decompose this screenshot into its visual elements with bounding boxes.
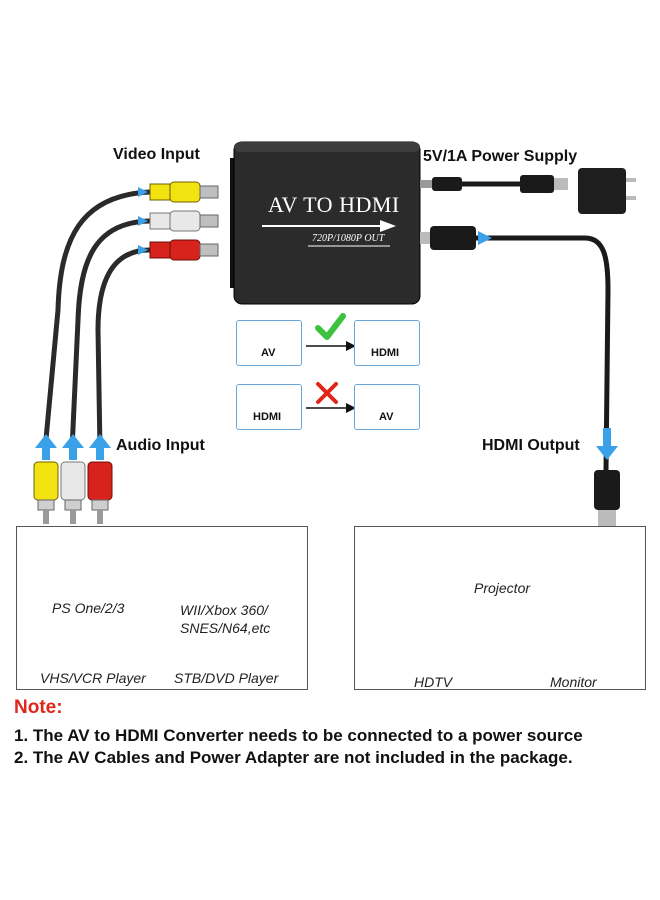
power-supply-label: 5V/1A Power Supply	[423, 148, 578, 165]
output-monitor-caption: Monitor	[550, 674, 597, 690]
output-devices-panel	[354, 526, 646, 690]
rca-plug-red-bottom	[87, 461, 113, 524]
hdmi-source-box: HDMI	[236, 384, 302, 430]
av-target-box: AV	[354, 384, 420, 430]
down-arrow-icon	[596, 428, 618, 460]
note-title: Note:	[14, 697, 63, 718]
right-arrow-icon	[478, 231, 492, 245]
source-vhs-caption: VHS/VCR Player	[40, 670, 146, 686]
right-arrow-icon	[138, 187, 148, 255]
rca-plug-white-top	[149, 210, 219, 232]
source-devices-panel	[16, 526, 308, 690]
note-line-2: 2. The AV Cables and Power Adapter are n…	[14, 748, 573, 767]
output-hdtv-caption: HDTV	[414, 674, 453, 690]
av-label: AV	[261, 347, 276, 359]
hdmi-cable	[420, 226, 620, 532]
converter-subtitle: 720P/1080P OUT	[312, 233, 385, 244]
yellow-cable	[42, 189, 151, 451]
hdmi-label: HDMI	[253, 411, 282, 423]
audio-input-label: Audio Input	[116, 437, 205, 454]
video-input-label: Video Input	[113, 146, 200, 163]
hdmi-target-box: HDMI	[354, 320, 420, 366]
rca-plug-yellow-top	[149, 181, 219, 203]
note-line-1: 1. The AV to HDMI Converter needs to be …	[14, 726, 583, 745]
up-arrow-icon	[35, 434, 111, 460]
converter-title: AV TO HDMI	[268, 192, 400, 217]
cross-icon	[316, 382, 338, 404]
red-cable	[95, 247, 151, 451]
av-label: AV	[379, 411, 394, 423]
output-projector-caption: Projector	[474, 580, 531, 596]
av-source-box: AV	[236, 320, 302, 366]
white-cable	[69, 218, 151, 451]
rca-plug-red-top	[149, 239, 219, 261]
check-icon	[315, 313, 346, 340]
source-stb-caption: STB/DVD Player	[174, 670, 279, 686]
power-cable	[420, 175, 568, 193]
hdtv-screen-text: READY	[396, 616, 428, 626]
hdmi-output-label: HDMI Output	[482, 437, 580, 454]
converter-box	[230, 141, 421, 305]
rca-plug-yellow-bottom	[33, 461, 59, 524]
source-wii-caption: WII/Xbox 360/ SNES/N64,etc	[180, 602, 271, 636]
rca-plug-white-bottom	[60, 461, 86, 524]
source-ps-caption: PS One/2/3	[52, 600, 125, 616]
power-adapter	[578, 168, 636, 214]
hdmi-label: HDMI	[371, 347, 400, 359]
